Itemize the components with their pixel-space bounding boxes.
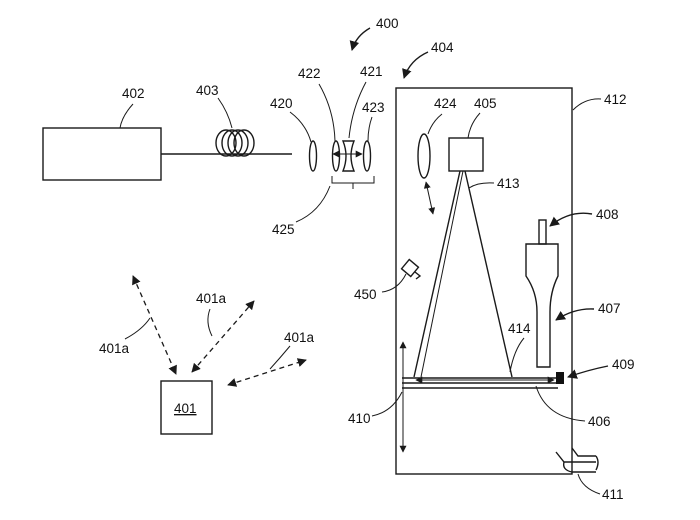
leader-401a-top — [207, 308, 213, 337]
label-422: 422 — [298, 66, 321, 81]
label-410: 410 — [348, 411, 371, 426]
leader-401a-left — [124, 317, 151, 340]
label-423: 423 — [362, 100, 385, 115]
camera-450 — [400, 258, 422, 280]
label-414: 414 — [508, 321, 531, 336]
scanner-405 — [448, 137, 484, 172]
label-401a-top: 401a — [196, 291, 227, 306]
label-401a-right: 401a — [284, 330, 315, 345]
leader-406 — [535, 385, 586, 422]
label-406: 406 — [588, 414, 611, 429]
arrow-409 — [567, 365, 609, 379]
chamber-housing — [395, 87, 573, 475]
signal-arrow-1 — [132, 275, 177, 375]
arrow-408 — [549, 212, 593, 227]
label-411: 411 — [602, 487, 624, 502]
signal-arrow-2 — [191, 300, 255, 373]
beam-left-inner — [420, 170, 464, 378]
label-405: 405 — [474, 96, 497, 111]
label-408: 408 — [596, 207, 619, 222]
leader-450 — [381, 273, 407, 293]
outlet-pipe-inner — [562, 461, 596, 473]
leader-413 — [468, 182, 495, 189]
leader-410 — [371, 391, 403, 417]
lens-423 — [362, 140, 372, 172]
arrow-407 — [555, 308, 595, 321]
leader-402 — [119, 103, 134, 129]
leader-420 — [289, 111, 312, 143]
label-413: 413 — [497, 176, 520, 191]
signal-arrow-3 — [227, 358, 307, 387]
laser-source-box — [42, 127, 162, 181]
device-401-box — [160, 380, 213, 435]
label-424: 424 — [434, 96, 457, 111]
nozzle-408 — [538, 219, 547, 245]
label-407: 407 — [598, 301, 621, 316]
label-450: 450 — [354, 287, 377, 302]
arrow-400 — [349, 27, 371, 51]
label-420: 420 — [270, 96, 293, 111]
label-409: 409 — [612, 357, 635, 372]
leader-401a-right — [269, 345, 291, 370]
lens-424-move-arrow — [423, 181, 436, 215]
label-404: 404 — [431, 40, 454, 55]
lens-421-concave — [341, 140, 356, 172]
lens-420 — [308, 140, 318, 172]
label-425: 425 — [272, 222, 295, 237]
leader-423 — [367, 116, 373, 142]
leader-425 — [295, 185, 331, 223]
beam-left — [413, 170, 461, 378]
leader-421 — [348, 81, 367, 139]
lens-424 — [417, 133, 431, 179]
leader-422 — [318, 83, 336, 142]
leader-405 — [467, 112, 481, 139]
label-402: 402 — [122, 86, 145, 101]
fiber-coil — [215, 129, 255, 157]
label-421: 421 — [360, 64, 383, 79]
label-412: 412 — [604, 92, 627, 107]
leader-412 — [572, 98, 602, 111]
label-403: 403 — [196, 83, 219, 98]
recoater-409 — [556, 372, 564, 384]
label-400: 400 — [376, 16, 399, 31]
lens-bracket — [331, 176, 375, 189]
lens-422 — [331, 140, 341, 172]
label-401a-left: 401a — [99, 341, 130, 356]
leader-424 — [427, 113, 443, 135]
label-401: 401 — [174, 401, 197, 416]
leader-411 — [577, 473, 601, 495]
arrow-404 — [402, 51, 429, 79]
cyclone-407 — [525, 243, 559, 368]
outlet-pipe-411 — [555, 447, 599, 471]
beam-right — [464, 170, 513, 378]
leader-414 — [509, 337, 525, 373]
leader-403 — [217, 97, 233, 129]
